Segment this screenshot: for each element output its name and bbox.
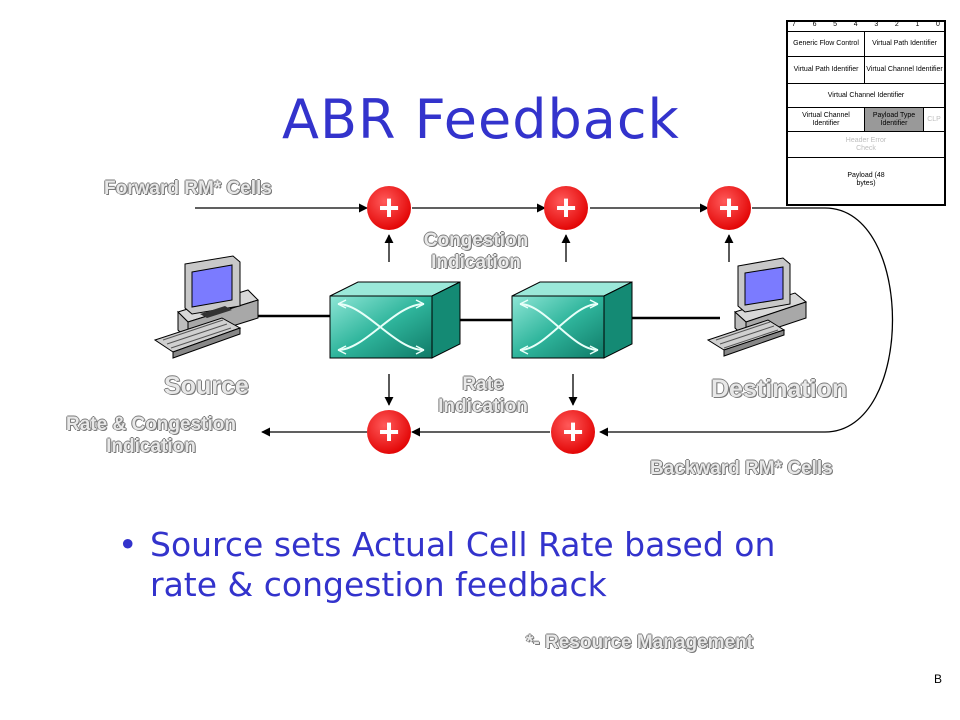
- vci-cell-2: Virtual Channel Identifier: [827, 91, 905, 99]
- slide-title: ABR Feedback: [282, 88, 680, 151]
- page-number: B: [934, 672, 943, 686]
- congestion-line-2: Indication: [431, 252, 521, 273]
- gfc-cell: Generic Flow Control: [788, 32, 865, 56]
- plus-symbol: +: [555, 187, 576, 228]
- bit-label: 5: [833, 21, 838, 28]
- bit-label: 7: [792, 21, 796, 28]
- rate-indication-label: Rate Indication: [428, 374, 538, 418]
- bit-label: 3: [874, 21, 879, 28]
- rate-line-2: Indication: [438, 396, 528, 417]
- congestion-line-1: Congestion: [423, 230, 529, 251]
- header-row-3: Virtual Channel Identifier: [788, 83, 944, 107]
- bit-label: 0: [936, 21, 940, 28]
- header-row-5: Header Error Check: [788, 131, 944, 157]
- header-row-2: Virtual Path Identifier Virtual Channel …: [788, 56, 944, 83]
- bit-label: 2: [894, 21, 899, 28]
- source-label: Source: [164, 372, 249, 400]
- rate-congestion-label: Rate & Congestion Indication: [60, 414, 242, 458]
- header-row-1: Generic Flow Control Virtual Path Identi…: [788, 31, 944, 56]
- header-row-6: Payload (48 bytes): [788, 157, 944, 202]
- payload-cell: Payload (48 bytes): [847, 172, 885, 187]
- plus-symbol: +: [562, 411, 583, 452]
- plus-marker-bwd-2: +: [551, 410, 595, 454]
- atm-cell-header-table: 7 6 5 4 3 2 1 0 Generic Flow Control Vir…: [786, 20, 946, 206]
- bit-label: 6: [812, 21, 817, 28]
- bullet-dot: •: [118, 525, 138, 564]
- hec-cell: Header Error Check: [845, 136, 887, 152]
- source-computer-icon: [153, 255, 259, 359]
- clp-cell: CLP: [927, 115, 941, 123]
- turnaround-loop: [599, 207, 893, 437]
- atm-switch-1: [329, 281, 461, 359]
- vci-cell-1: Virtual Channel Identifier: [866, 66, 943, 73]
- bit-label: 1: [915, 21, 920, 28]
- plus-marker-fwd-2: +: [544, 186, 588, 230]
- bullet-text: Source sets Actual Cell Rate based on ra…: [150, 525, 776, 604]
- plus-marker-fwd-3: +: [707, 186, 751, 230]
- footnote-label: *- Resource Management: [526, 632, 754, 653]
- atm-switch-2: [511, 281, 633, 359]
- vpi-cell-1: Virtual Path Identifier: [872, 40, 937, 47]
- congestion-indication-label: Congestion Indication: [420, 230, 532, 274]
- plus-marker-bwd-1: +: [367, 410, 411, 454]
- bit-label: 4: [853, 21, 858, 28]
- bit-numbers: 7 6 5 4 3 2 1 0: [788, 21, 944, 31]
- rate-congestion-line-1: Rate & Congestion: [66, 414, 236, 435]
- plus-symbol: +: [378, 411, 399, 452]
- forward-rm-label: Forward RM* Cells: [104, 178, 272, 199]
- pti-cell: Payload Type Identifier: [865, 108, 924, 131]
- vci-cell-3: Virtual Channel Identifier: [788, 108, 865, 131]
- plus-marker-fwd-1: +: [367, 186, 411, 230]
- destination-label: Destination: [711, 375, 848, 403]
- header-row-4: Virtual Channel Identifier Payload Type …: [788, 107, 944, 131]
- plus-symbol: +: [378, 187, 399, 228]
- plus-symbol: +: [718, 187, 739, 228]
- vpi-cell-2: Virtual Path Identifier: [788, 57, 865, 83]
- rate-congestion-line-2: Indication: [106, 436, 196, 457]
- destination-computer-icon: [706, 257, 808, 357]
- rate-line-1: Rate: [462, 374, 504, 395]
- backward-rm-label: Backward RM* Cells: [650, 458, 833, 479]
